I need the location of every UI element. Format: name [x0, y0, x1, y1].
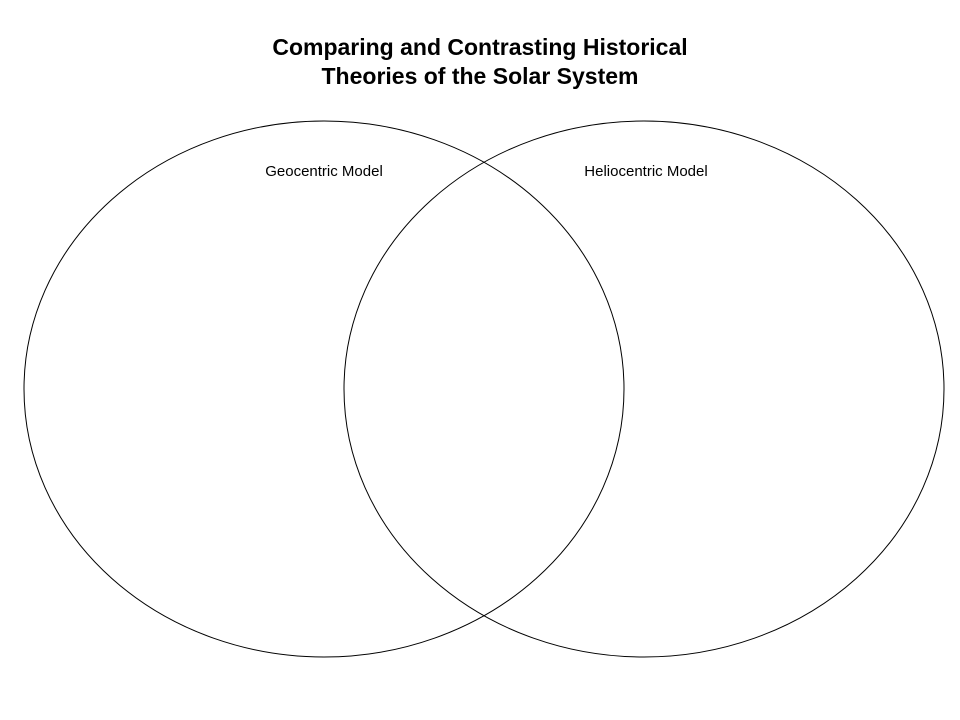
title-line-2: Theories of the Solar System [321, 63, 639, 89]
title-line-1: Comparing and Contrasting Historical [272, 34, 688, 60]
left-circle [23, 120, 625, 658]
right-circle [343, 120, 945, 658]
page-title: Comparing and Contrasting Historical The… [0, 33, 960, 91]
right-circle-label: Heliocentric Model [584, 163, 707, 180]
left-circle-label: Geocentric Model [265, 163, 383, 180]
